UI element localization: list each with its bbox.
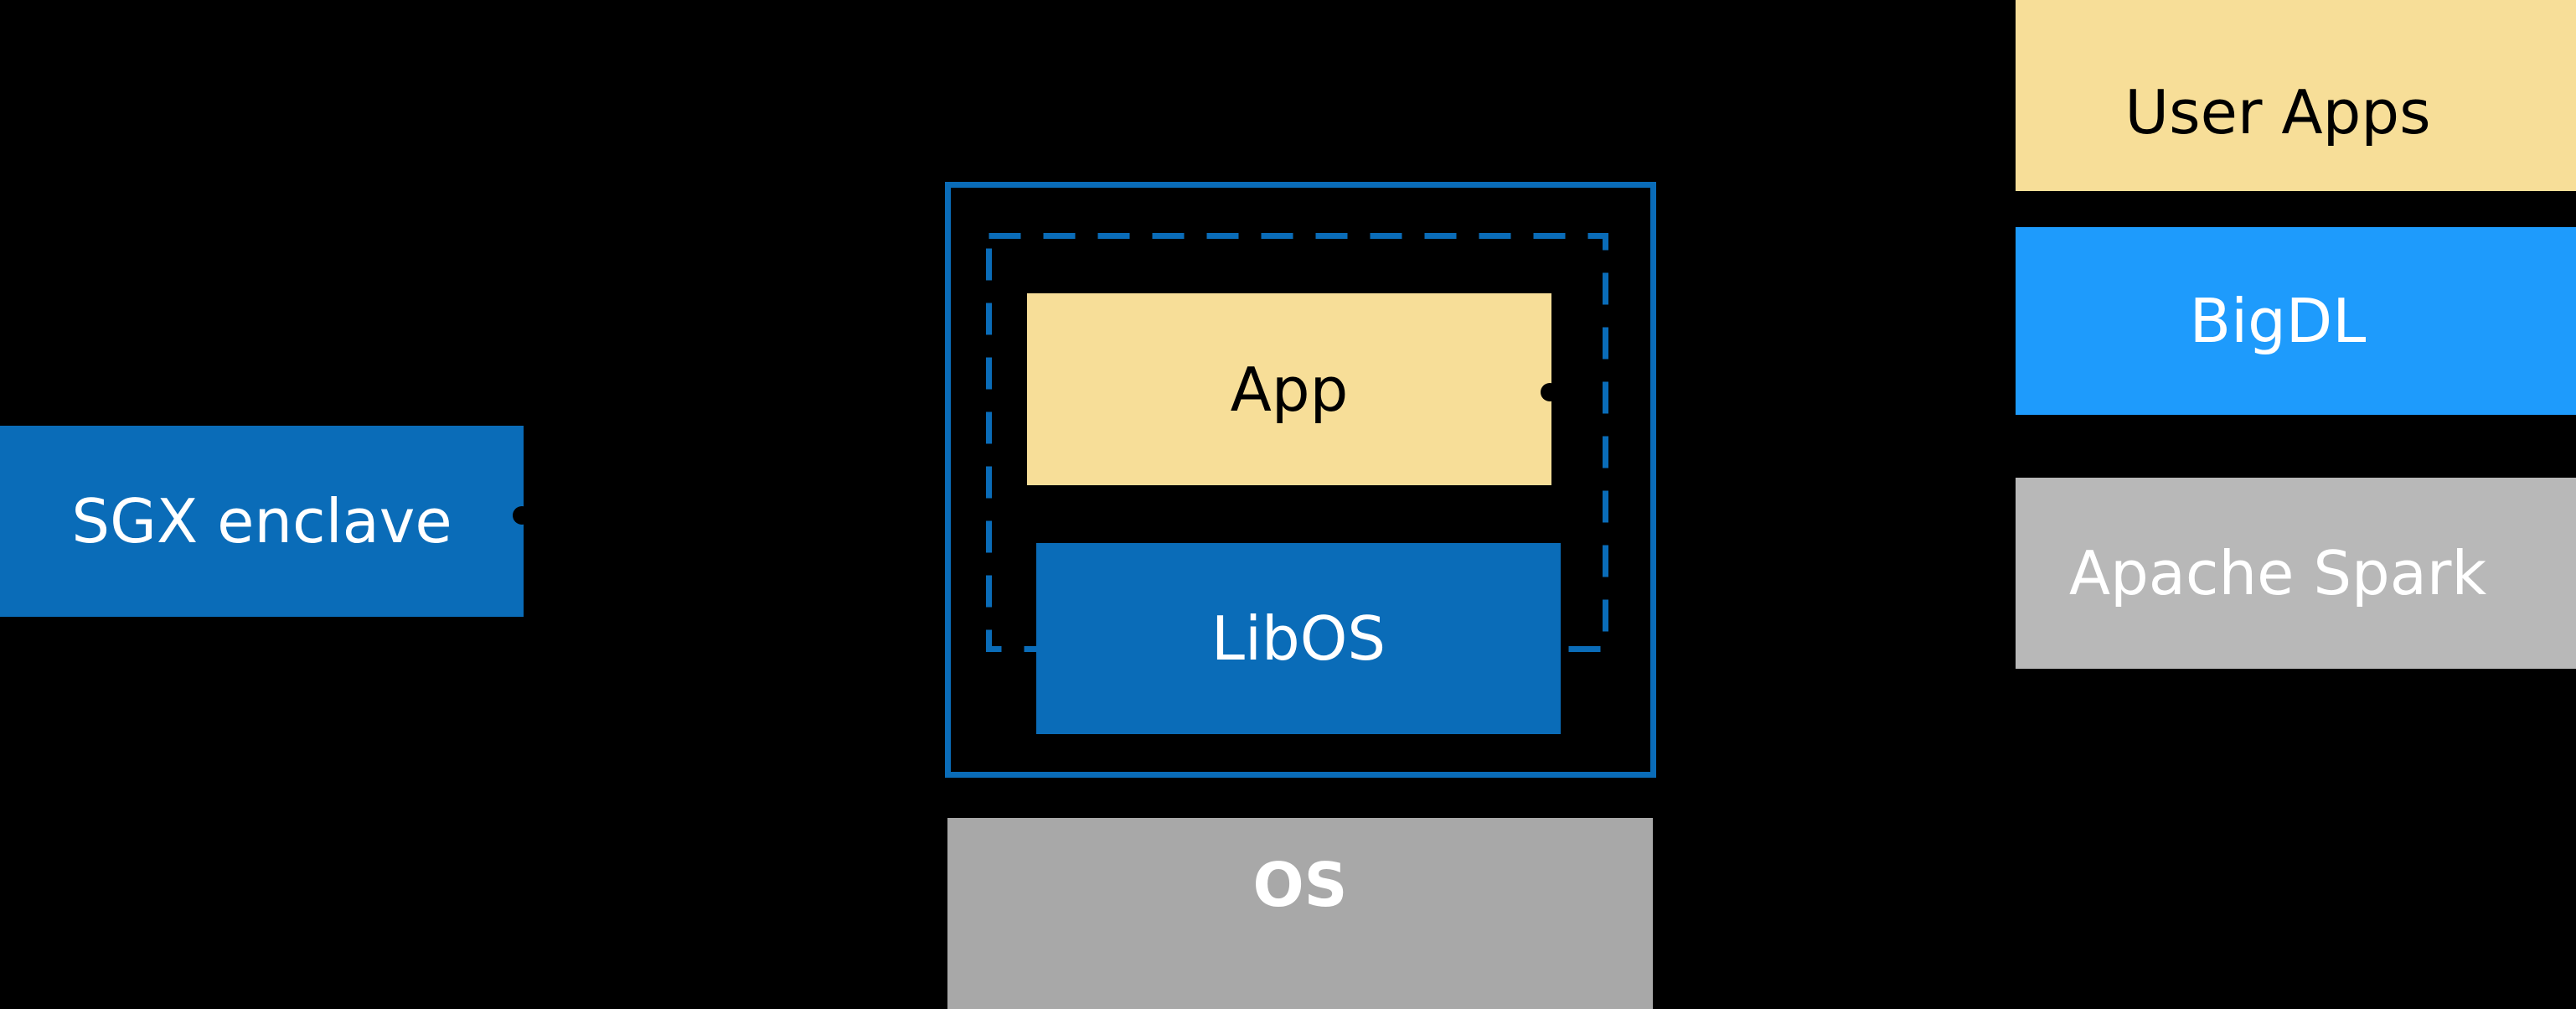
enclave-outer-frame [945,182,1656,778]
app-connector-dot [1541,383,1559,401]
sgx-enclave-label: SGX enclave [71,486,452,556]
libos-label: LibOS [1211,603,1386,674]
os-label: OS [1252,850,1348,920]
apache-spark-label: Apache Spark [2068,538,2487,608]
app-box: App [1027,293,1551,485]
apache-spark-box: Apache Spark [2016,478,2576,669]
os-box: OS [947,818,1653,1009]
sgx-enclave-box: SGX enclave [0,426,524,617]
bigdl-box: BigDL [2016,227,2576,415]
user-apps-label: User Apps [2124,77,2431,147]
sgx-connector-dot [513,506,531,525]
user-apps-box: User Apps [2016,0,2576,191]
libos-box: LibOS [1036,543,1561,734]
app-label: App [1230,354,1349,425]
bigdl-label: BigDL [2189,286,2367,356]
